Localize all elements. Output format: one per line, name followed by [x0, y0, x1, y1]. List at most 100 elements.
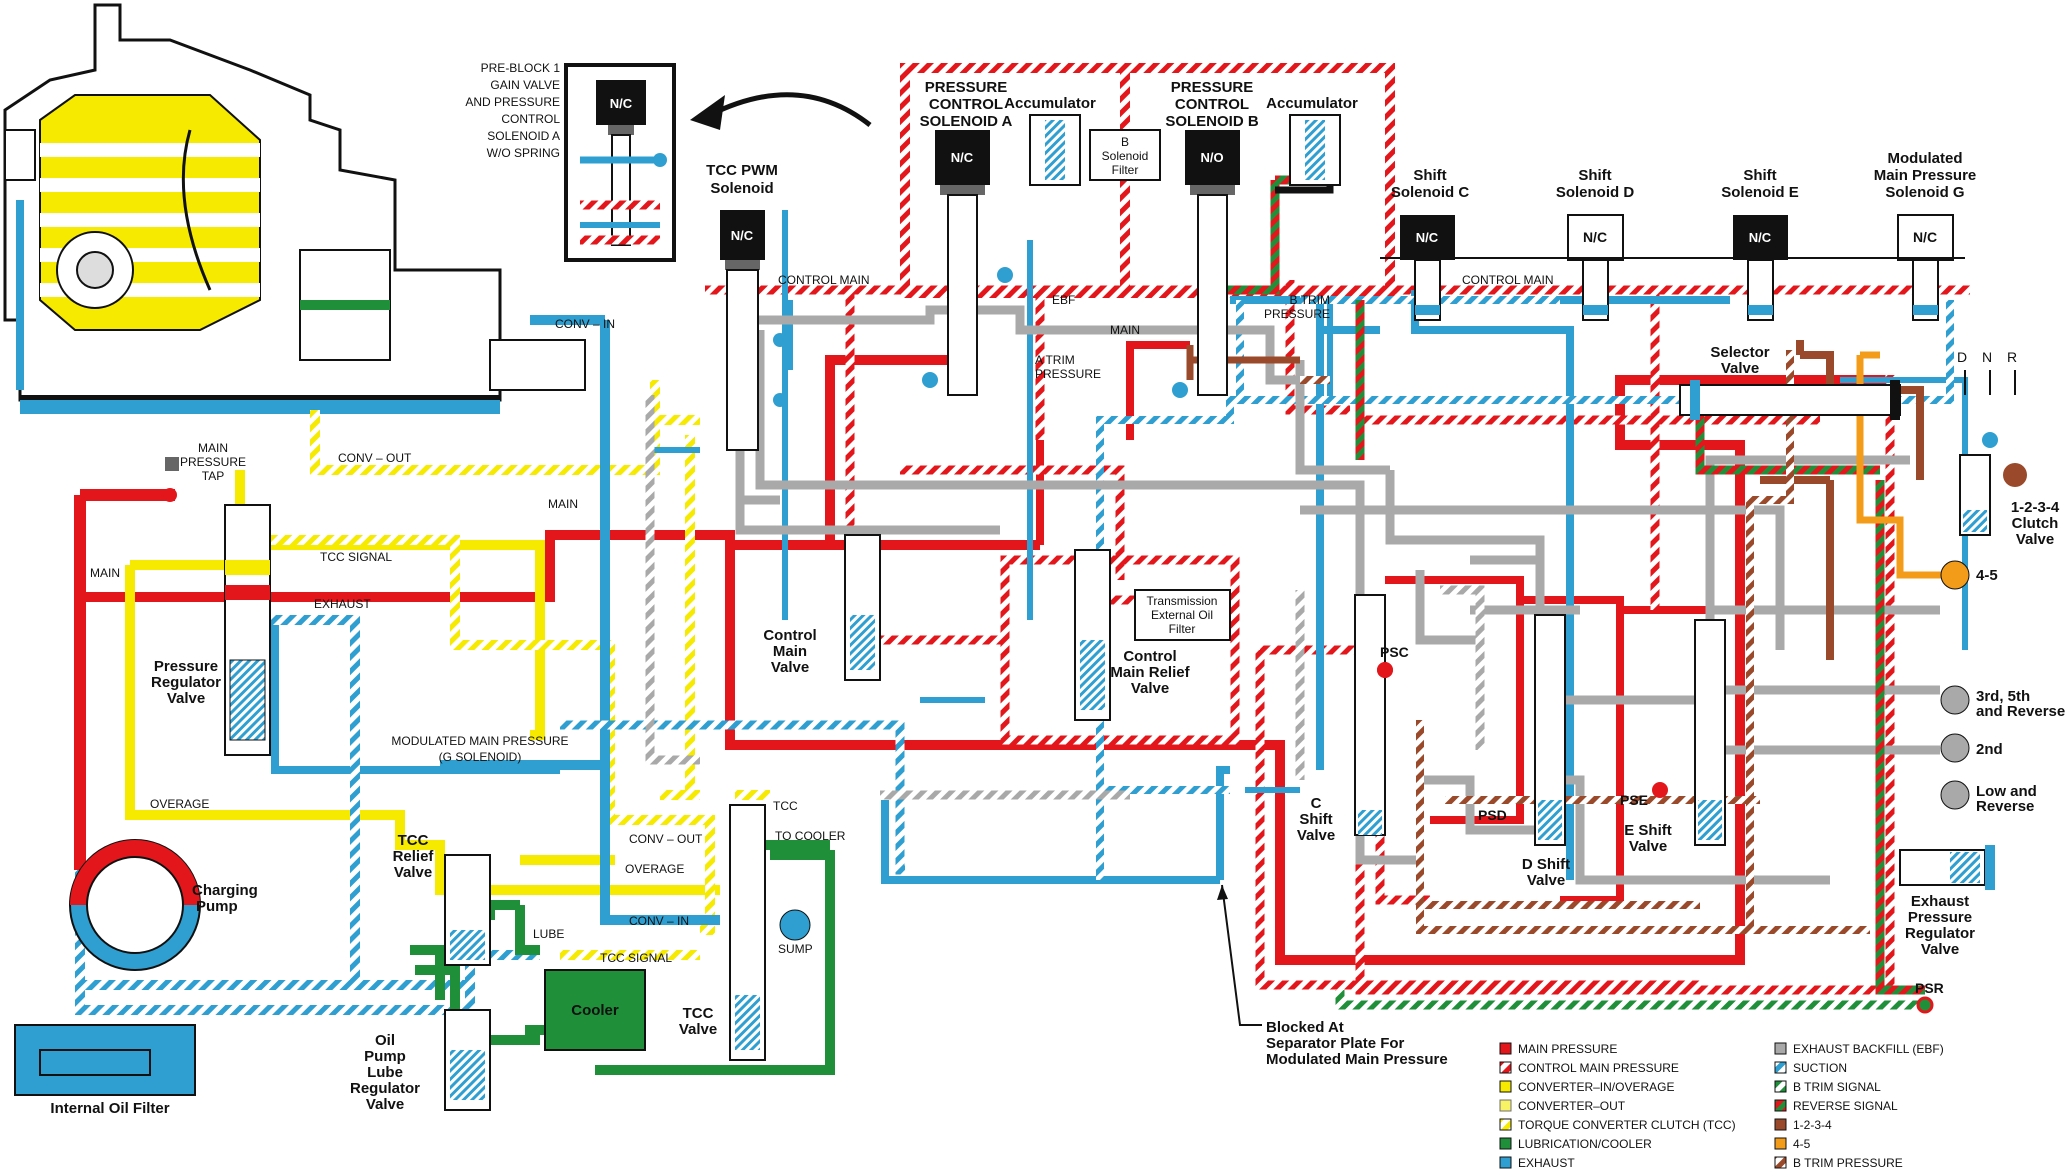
control-main-label-right: CONTROL MAIN	[1462, 273, 1554, 287]
mod-main-pressure-label-2: (G SOLENOID)	[439, 750, 522, 764]
solenoid-b-state: N/O	[1200, 150, 1223, 165]
psd-label: PSD	[1478, 807, 1507, 823]
selector-valve-body	[1679, 370, 2016, 420]
b-filter-label-1: B	[1121, 135, 1129, 149]
control-main-relief-label-1: Control	[1123, 648, 1176, 665]
shift-e-label-1: Shift	[1743, 167, 1776, 184]
a-trim-label-2: PRESSURE	[1035, 367, 1101, 381]
charging-pump-label-2: Pump	[196, 898, 238, 915]
solenoid-body-b	[1172, 114, 1341, 398]
pcs-a-label-1: PRESSURE	[925, 79, 1008, 96]
mod-g-label-2: Main Pressure	[1874, 167, 1977, 184]
dnr-d: D	[1957, 349, 1967, 365]
b-trim-label-1: B TRIM	[1290, 293, 1330, 307]
exhaust-label: EXHAUST	[314, 597, 371, 611]
svg-text:MODULATED MAIN PRESSURE(G SOLE: MODULATED MAIN PRESSURE (G SOLENOID)	[391, 734, 568, 764]
shift-c-label-2: Solenoid C	[1391, 184, 1470, 201]
mod-g-label-1: Modulated	[1888, 150, 1963, 167]
cooler-label: Cooler	[571, 1002, 619, 1019]
blocked-label-1: Blocked At	[1266, 1019, 1344, 1036]
e-shift-label-1: E Shift	[1624, 822, 1672, 839]
tcc-valve-label-2: Valve	[679, 1021, 717, 1038]
legend-left-3: CONVERTER–IN/OVERAGE	[1518, 1080, 1674, 1094]
preblock-label-1: PRE-BLOCK 1	[481, 61, 561, 75]
solenoid-a-state: N/C	[951, 150, 974, 165]
clutch-1234-label-2: Clutch	[2012, 515, 2059, 532]
mod-main-pressure-label-1: MODULATED MAIN PRESSURE	[391, 734, 568, 748]
shift-d-label-2: Solenoid D	[1556, 184, 1635, 201]
blocked-label-3: Modulated Main Pressure	[1266, 1051, 1448, 1068]
tcc-pwm-label-2: Solenoid	[710, 180, 773, 197]
legend-right-2: SUCTION	[1793, 1061, 1847, 1075]
oil-pump-lube-label-4: Regulator	[350, 1080, 420, 1097]
clowrev-label-1: Low and	[1976, 783, 2037, 800]
conv-out-label-bottom: CONV – OUT	[629, 832, 703, 846]
c2nd-label: 2nd	[1976, 741, 2003, 758]
tcc-valve-label-1: TCC	[683, 1005, 714, 1022]
preblock-label-5: SOLENOID A	[487, 129, 560, 143]
main-label-left: MAIN	[90, 566, 120, 580]
mod-solenoid-g	[1897, 214, 1954, 321]
exh-regulator-label-3: Regulator	[1905, 925, 1975, 942]
legend-left-6: LUBRICATION/COOLER	[1518, 1137, 1652, 1151]
legend-right-5: 1-2-3-4	[1793, 1118, 1832, 1132]
solenoid-body-tcc	[720, 210, 787, 451]
sump-label: SUMP	[778, 942, 813, 956]
solenoid-d-state: N/C	[1583, 229, 1607, 245]
pse-label: PSE	[1620, 792, 1648, 808]
solenoid-body-a	[922, 114, 1081, 396]
solenoid-c-state: N/C	[1416, 230, 1439, 245]
dnr-r: R	[2007, 349, 2017, 365]
conv-out-label-top: CONV – OUT	[338, 451, 412, 465]
solenoid-e-state: N/C	[1749, 230, 1772, 245]
psr-label: PSR	[1915, 980, 1944, 996]
main-tap-label-2: PRESSURE	[180, 455, 246, 469]
legend-left-7: EXHAUST	[1518, 1156, 1575, 1170]
preblock-label-2: GAIN VALVE	[490, 78, 560, 92]
preblock-inset	[564, 63, 872, 262]
control-main-valve-label-1: Control	[763, 627, 816, 644]
exhaust-regulator-body	[1899, 845, 1995, 890]
trans-filter-label-1: Transmission	[1147, 594, 1218, 608]
overage-label-left: OVERAGE	[150, 797, 209, 811]
shift-solenoid-c	[1400, 215, 1455, 321]
clutch-lowrev-circle	[1940, 780, 1970, 810]
solenoid-tcc-state: N/C	[731, 228, 754, 243]
legend-right-1: EXHAUST BACKFILL (EBF)	[1793, 1042, 1944, 1056]
main-tap-label-3: TAP	[202, 469, 224, 483]
solenoid-preblock-state: N/C	[610, 96, 633, 111]
clutch-2nd-circle	[1940, 733, 1970, 763]
shift-c-label-1: Shift	[1413, 167, 1446, 184]
legend-left-5: TORQUE CONVERTER CLUTCH (TCC)	[1518, 1118, 1736, 1132]
legend-right-3: B TRIM SIGNAL	[1793, 1080, 1881, 1094]
b-filter-label-3: Filter	[1112, 163, 1139, 177]
pressure-regulator-label-3: Valve	[167, 690, 205, 707]
b-filter-label-2: Solenoid	[1102, 149, 1149, 163]
pressure-regulator-label-2: Regulator	[151, 674, 221, 691]
control-main-relief-label-3: Valve	[1131, 680, 1169, 697]
main-tap-label-1: MAIN	[198, 441, 228, 455]
lube-label: LUBE	[533, 927, 564, 941]
d-shift-label-2: Valve	[1527, 872, 1565, 889]
shift-d-label-1: Shift	[1578, 167, 1611, 184]
b-trim-label-2: PRESSURE	[1264, 307, 1330, 321]
tcc-label: TCC	[773, 799, 798, 813]
control-main-valve-label-3: Valve	[771, 659, 809, 676]
blocked-label-2: Separator Plate For	[1266, 1035, 1405, 1052]
shift-e-label-2: Solenoid E	[1721, 184, 1799, 201]
pressure-regulator-label-1: Pressure	[154, 658, 218, 675]
external-filter-box	[1134, 589, 1231, 641]
